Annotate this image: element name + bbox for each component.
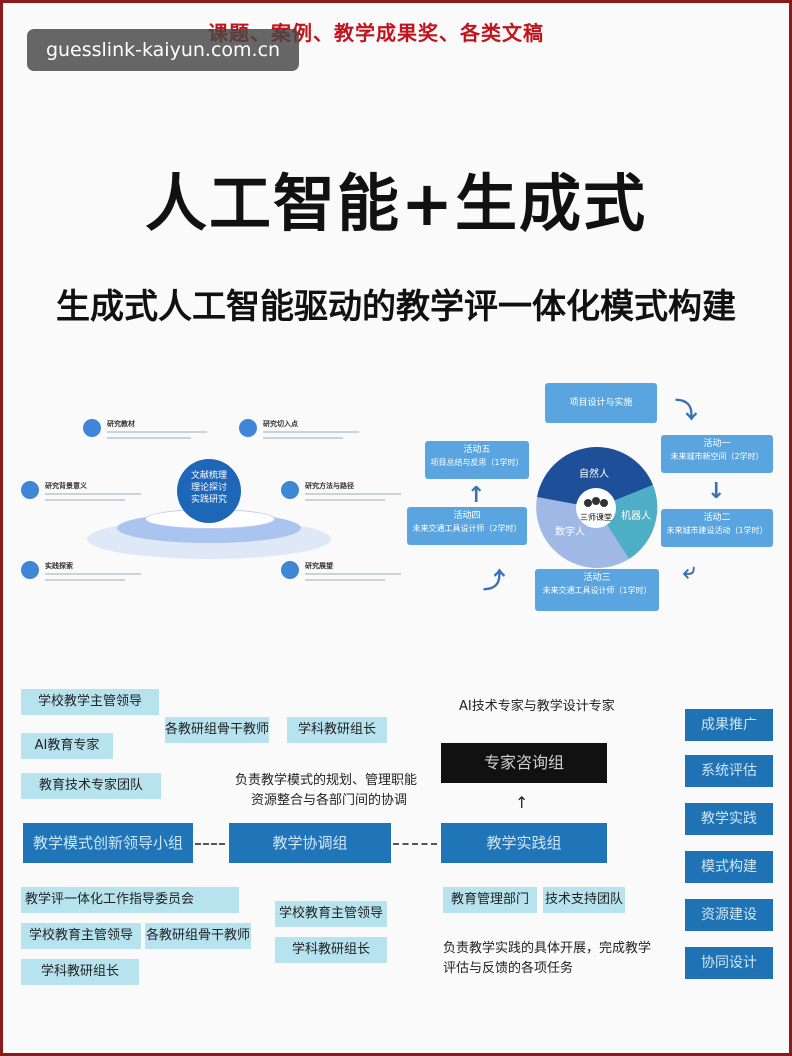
cycle-box-4: 活动四未来交通工具设计师（2学时） (407, 507, 527, 545)
org-box-expert-group: 专家咨询组 (441, 743, 607, 783)
cycle-box-2: 活动二未来城市建设活动（1学时） (661, 509, 773, 547)
org-box-mid-top-2: 学科教研组长 (287, 717, 387, 743)
org-box-left-top-3: 教育技术专家团队 (21, 773, 161, 799)
connector (195, 843, 225, 845)
side-box-3: 教学实践 (685, 803, 773, 835)
pie-segment-4 (537, 447, 596, 508)
org-box-bottom-left-2: 各教研组骨干教师 (145, 923, 251, 949)
route-icon (281, 481, 299, 499)
pie-label-3: 数字人 (555, 525, 585, 538)
side-box-2: 系统评估 (685, 755, 773, 787)
three-teacher-pie: 三师课堂 自然人 机器人 数字人 (536, 446, 658, 568)
watermark-badge: guesslink-kaiyun.com.cn (27, 29, 299, 71)
page-subtitle: 生成式人工智能驱动的教学评一体化模式构建 (56, 287, 736, 327)
core-line-2: 理论探讨 (190, 483, 227, 493)
page-title: 人工智能+生成式 (145, 167, 647, 240)
cycle-arrow-3: ⤶ (683, 559, 696, 584)
core-line-3: 实践研究 (190, 495, 227, 505)
pie-center (576, 488, 616, 528)
org-box-bottom-left-3: 学科教研组长 (21, 959, 139, 985)
org-box-coord-group: 教学协调组 (229, 823, 391, 863)
up-arrow-icon: ↑ (515, 793, 529, 812)
org-box-lead-group: 教学模式创新领导小组 (23, 823, 193, 863)
pie-segment-3 (536, 497, 629, 568)
side-box-6: 协同设计 (685, 947, 773, 979)
org-box-bottom-mid-2: 学科教研组长 (275, 937, 387, 963)
cycle-arrow-1: ⤵ (675, 399, 698, 424)
target-icon (239, 419, 257, 437)
book-icon (21, 481, 39, 499)
desc-bottom-line-2: 评估与反馈的各项任务 (443, 961, 574, 976)
org-box-left-top-2: AI教育专家 (21, 733, 113, 759)
side-box-5: 资源建设 (685, 899, 773, 931)
pie-center-label: 三师课堂 (580, 512, 612, 522)
connector (393, 843, 437, 845)
cycle-arrow-5: ↑ (467, 483, 486, 508)
org-box-bottom-left-1: 学校教育主管领导 (21, 923, 141, 949)
expert-title: AI技术专家与教学设计专家 (459, 699, 615, 714)
org-box-mid-top-1: 各教研组骨干教师 (165, 717, 269, 743)
desc-bottom-line-1: 负责教学实践的具体开展，完成教学 (443, 941, 652, 956)
flask-icon (21, 561, 39, 579)
pie-segment-1 (596, 446, 653, 508)
cycle-arrow-2: ↓ (707, 479, 726, 504)
cycle-box-1: 活动一未来城市新空间（2学时） (661, 435, 773, 473)
telescope-icon (281, 561, 299, 579)
side-box-4: 模式构建 (685, 851, 773, 883)
org-box-bottom-mid-1: 学校教育主管领导 (275, 901, 387, 927)
desc-top-line-2: 资源整合与各部门间的协调 (251, 793, 408, 808)
cycle-arrow-4: ⤴ (483, 569, 506, 594)
core-circle: 文献梳理 理论探讨 实践研究 (177, 459, 241, 523)
desc-top-line-1: 负责教学模式的规划、管理职能 (235, 773, 418, 788)
pie-label-2: 机器人 (621, 509, 651, 522)
research-diagram: 文献梳理 理论探讨 实践研究 研究教材 研究切入点 研究背景意义 研究方法与路径 (17, 401, 409, 613)
org-box-committee: 教学评一体化工作指导委员会 (21, 887, 239, 913)
side-box-1: 成果推广 (685, 709, 773, 741)
org-box-bottom-right-1: 教育管理部门 (443, 887, 537, 913)
org-box-bottom-right-2: 技术支持团队 (543, 887, 625, 913)
pie-label-1: 自然人 (579, 467, 609, 480)
people-icon (584, 499, 592, 507)
org-box-practice-group: 教学实践组 (441, 823, 607, 863)
bulb-icon (83, 419, 101, 437)
core-line-1: 文献梳理 (190, 471, 227, 481)
org-box-left-top-1: 学校教学主管领导 (21, 689, 159, 715)
cycle-top-box: 项目设计与实施 (545, 383, 657, 423)
activity-cycle-diagram: 项目设计与实施 活动一未来城市新空间（2学时） 活动二未来城市建设活动（1学时）… (403, 379, 783, 619)
cycle-box-3: 活动三未来交通工具设计师（1学时） (535, 569, 659, 611)
cycle-box-5: 活动五项目总结与反思（1学时） (425, 441, 529, 479)
